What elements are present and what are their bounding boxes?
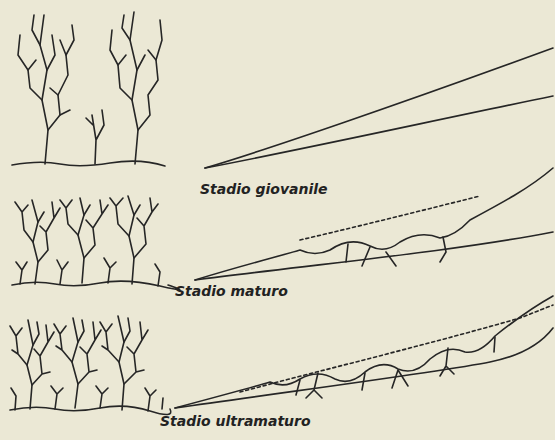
mature-profile — [195, 168, 553, 280]
mature-drainage-network — [12, 196, 180, 290]
young-profile — [205, 48, 553, 168]
ultramature-drainage-network — [10, 316, 171, 415]
stage-label: Stadio giovanile — [200, 182, 328, 197]
ultramature-profile — [175, 296, 553, 408]
young-drainage-network — [12, 12, 165, 166]
stage-label: Stadio ultramaturo — [160, 414, 311, 429]
stage-label: Stadio maturo — [175, 284, 288, 299]
